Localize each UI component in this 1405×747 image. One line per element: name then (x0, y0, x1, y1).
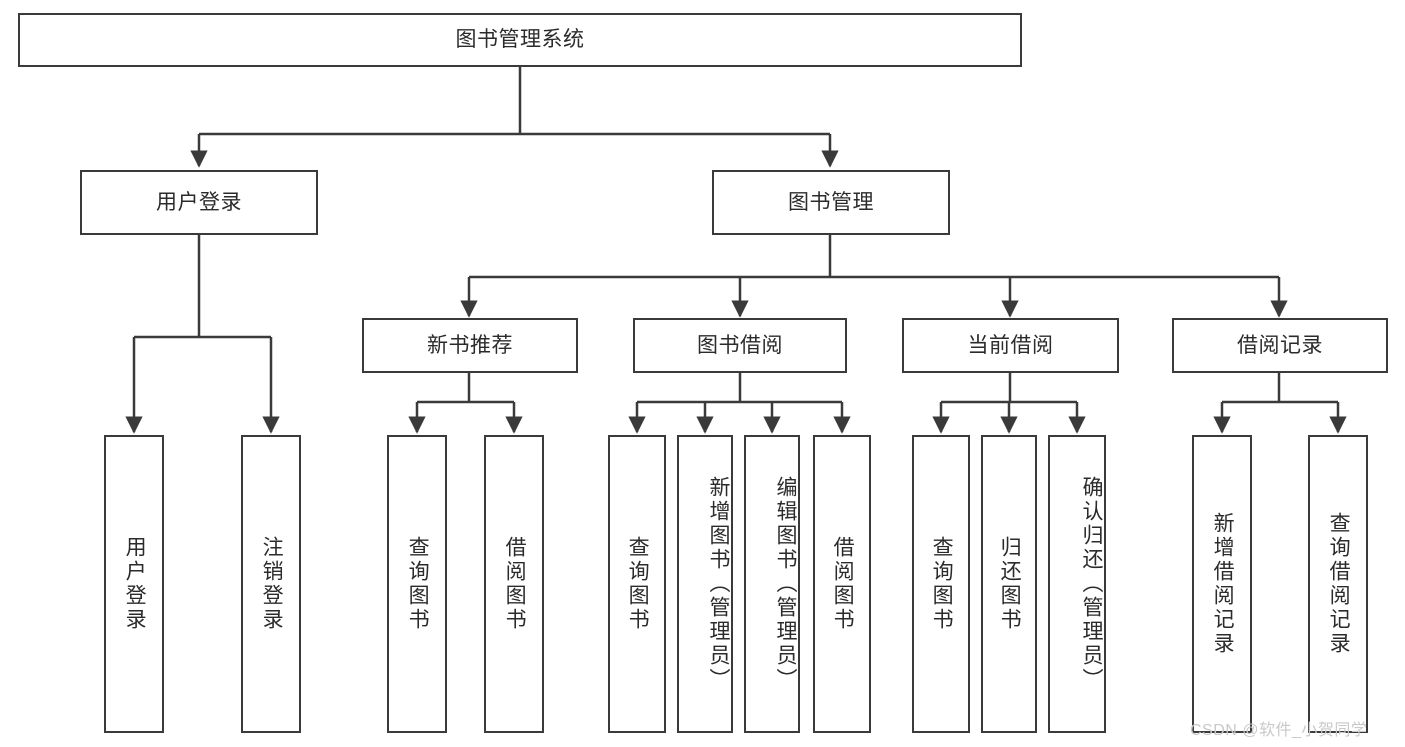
leaf-borrow-record-query-record[interactable]: 查询借阅记录 (1308, 435, 1368, 733)
leaf-book-borrow-edit-book-admin[interactable]: 编辑图书（管理员） (744, 435, 800, 733)
node-user-login[interactable]: 用户登录 (80, 170, 318, 235)
node-borrow-record[interactable]: 借阅记录 (1172, 318, 1388, 373)
leaf-user-login-login[interactable]: 用户登录 (104, 435, 164, 733)
node-current-borrow[interactable]: 当前借阅 (902, 318, 1119, 373)
leaf-current-borrow-confirm-return-admin[interactable]: 确认归还（管理员） (1048, 435, 1106, 733)
leaf-new-book-query-book[interactable]: 查询图书 (387, 435, 447, 733)
node-root-book-management-system[interactable]: 图书管理系统 (18, 13, 1022, 67)
leaf-current-borrow-return-book[interactable]: 归还图书 (981, 435, 1037, 733)
leaf-new-book-borrow-book[interactable]: 借阅图书 (484, 435, 544, 733)
leaf-borrow-record-add-record[interactable]: 新增借阅记录 (1192, 435, 1252, 733)
node-new-book-recommend[interactable]: 新书推荐 (362, 318, 578, 373)
leaf-book-borrow-query-book[interactable]: 查询图书 (608, 435, 666, 733)
leaf-current-borrow-query-book[interactable]: 查询图书 (912, 435, 970, 733)
leaf-user-login-logout[interactable]: 注销登录 (241, 435, 301, 733)
leaf-book-borrow-add-book-admin[interactable]: 新增图书（管理员） (677, 435, 733, 733)
node-book-borrow[interactable]: 图书借阅 (633, 318, 847, 373)
node-book-management[interactable]: 图书管理 (712, 170, 950, 235)
leaf-book-borrow-borrow-book[interactable]: 借阅图书 (813, 435, 871, 733)
